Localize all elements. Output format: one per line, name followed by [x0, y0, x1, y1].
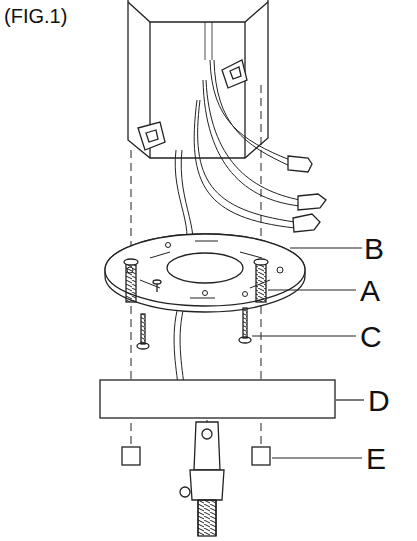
wire-nuts [288, 156, 326, 232]
callout-letter: C [360, 322, 382, 352]
callout-letter: D [368, 386, 390, 416]
cap-nut [122, 447, 140, 465]
threaded-screws [124, 259, 268, 302]
callout-letter: A [360, 276, 380, 306]
center-fitting [180, 422, 224, 536]
canopy [100, 380, 335, 418]
mounting-bracket [105, 234, 305, 312]
mounting-screws [137, 308, 251, 349]
callout-letter: B [364, 234, 384, 264]
cap-nut [252, 447, 270, 465]
leader-lines [252, 248, 364, 458]
figure-title: (FIG.1) [4, 6, 67, 26]
callout-letter: E [366, 444, 386, 474]
